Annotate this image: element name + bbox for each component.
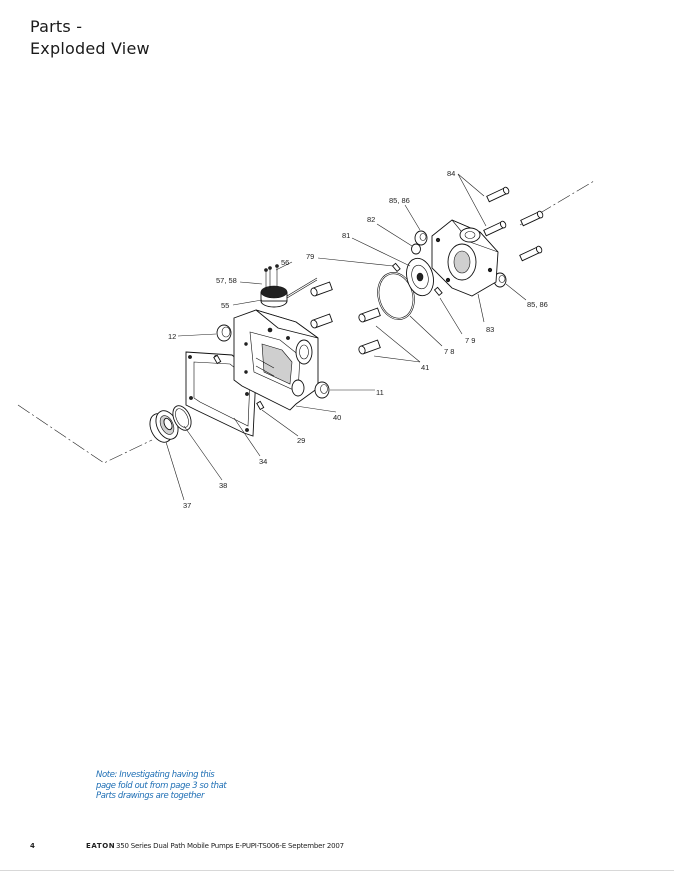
end-cap-part: [431, 219, 499, 297]
dowel-pins-part: [213, 354, 265, 411]
page-number: 4: [30, 842, 35, 850]
valve-plate-part: [406, 257, 434, 297]
callout-78: 7 8: [444, 347, 454, 356]
callout-83: 83: [486, 325, 494, 334]
callout-82: 82: [367, 215, 375, 224]
callout-56: 56: [281, 258, 289, 267]
editor-note-line-3: Parts drawings are together: [96, 791, 205, 801]
editor-note: Note: Investigating having this page fol…: [96, 770, 236, 802]
main-housing-part: [233, 309, 319, 411]
bearing-part: [149, 410, 179, 443]
callout-55: 55: [221, 301, 229, 310]
center-axis-lines: [17, 180, 595, 464]
pins-79-part: [391, 262, 443, 296]
page-title-line-1: Parts -: [30, 17, 83, 36]
housing-screws-part: [310, 281, 381, 355]
plug-40-part: [314, 381, 330, 399]
callout-11: 11: [376, 388, 384, 397]
end-cap-screws-part: [483, 186, 544, 262]
callout-81: 81: [342, 231, 350, 240]
end-cap-plugs-part: [411, 230, 507, 288]
publication-info: 350 Series Dual Path Mobile Pumps E-PUPI…: [116, 842, 344, 850]
plug-12-part: [216, 324, 232, 342]
callout-84: 84: [447, 169, 455, 178]
leader-lines: [165, 173, 527, 501]
brand-name: EATON: [86, 842, 116, 850]
callout-57-58: 57, 58: [216, 276, 237, 285]
editor-note-line-2: page fold out from page 3 so that: [96, 780, 227, 791]
callout-79-top: 79: [306, 252, 314, 261]
callout-40: 40: [333, 413, 341, 422]
callout-85-86-right: 85, 86: [527, 300, 548, 309]
callout-34: 34: [259, 457, 267, 466]
callout-85-86-top: 85, 86: [389, 196, 410, 205]
callout-41: 41: [421, 363, 429, 372]
bottom-divider: [0, 870, 674, 871]
page-title: Parts - Exploded View: [30, 16, 150, 60]
callout-79-right: 7 9: [465, 336, 475, 345]
editor-note-line-1: Note: Investigating having this: [96, 770, 215, 780]
callout-37: 37: [183, 501, 191, 510]
callout-labels: 84 85, 86 82 81 79 56 57, 58 55 12 85, 8…: [168, 169, 548, 510]
o-ring-38-part: [172, 405, 192, 431]
callout-29: 29: [297, 436, 305, 445]
page-title-line-2: Exploded View: [30, 39, 150, 58]
callout-38: 38: [219, 481, 227, 490]
control-assembly-part: [260, 264, 318, 308]
callout-12: 12: [168, 332, 176, 341]
